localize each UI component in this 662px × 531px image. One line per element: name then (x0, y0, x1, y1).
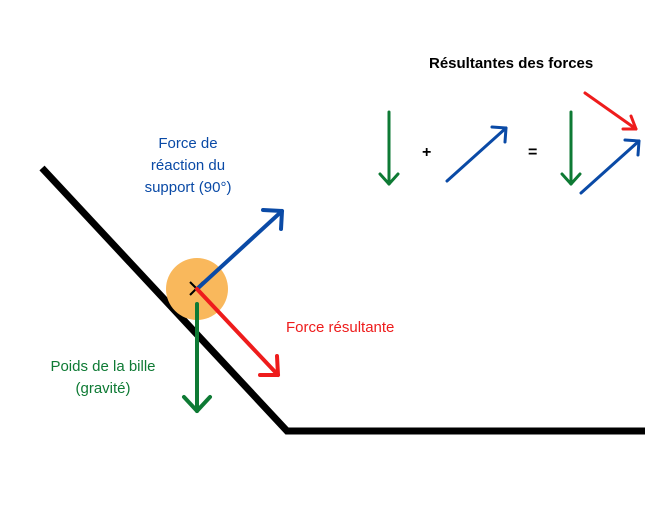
weight-force-label: Poids de la bille (gravité) (38, 356, 168, 400)
reaction-force-label: Force de réaction du support (90°) (118, 133, 258, 199)
weight-force-arrow (182, 302, 212, 413)
result-reaction-arrow (579, 138, 641, 195)
resultant-force-label: Force résultante (286, 319, 395, 336)
diagram-title: Résultantes des forces (429, 55, 594, 72)
weight-label-line-1: Poids de la bille (50, 358, 156, 375)
result-resultant-arrow (583, 91, 638, 131)
reaction-force-arrow (195, 208, 284, 291)
reaction-label-line-1: Force de (158, 135, 218, 152)
resultant-force-arrow (195, 287, 280, 377)
weight-label-line-2: (gravité) (75, 380, 131, 397)
equation-reaction-arrow (445, 125, 508, 183)
result-weight-arrow (560, 110, 582, 186)
equation-weight-arrow (378, 110, 400, 186)
plus-operator: + (422, 144, 432, 161)
reaction-label-line-3: support (90°) (144, 179, 232, 196)
reaction-label-line-2: réaction du (150, 157, 226, 174)
equals-operator: = (528, 144, 538, 161)
inclined-surface (39, 165, 645, 435)
